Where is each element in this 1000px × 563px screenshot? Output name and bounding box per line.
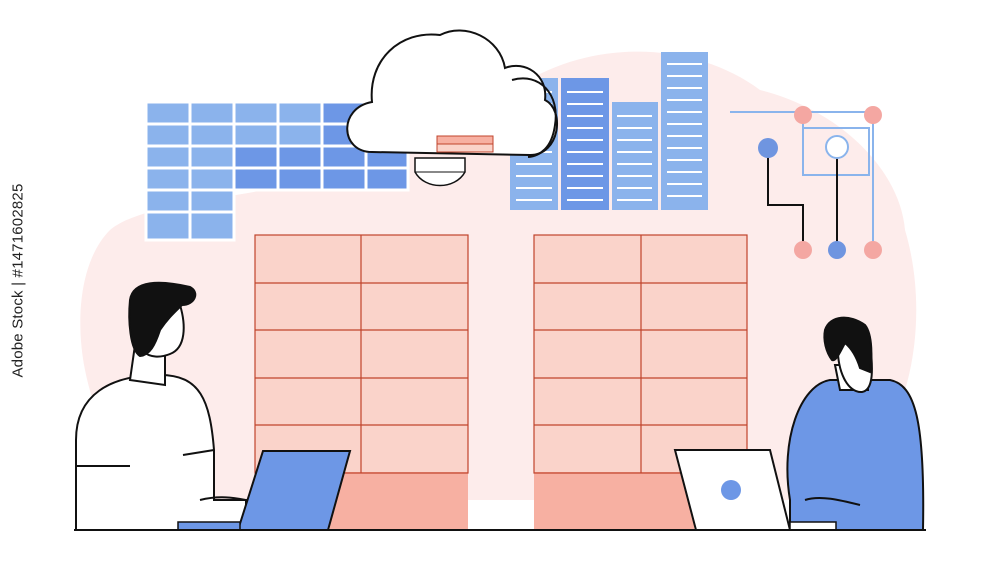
person-left <box>75 281 247 531</box>
database-icon <box>414 135 494 187</box>
apple-logo-icon <box>721 480 741 500</box>
stock-id-watermark: Adobe Stock | #1471602825 <box>8 90 28 470</box>
server-bar <box>561 78 609 210</box>
cloud-icon <box>346 29 558 158</box>
person-right <box>786 316 925 531</box>
stock-id-text: Adobe Stock | #1471602825 <box>9 182 27 378</box>
server-bar <box>612 102 658 210</box>
blue-tile-grid <box>144 100 410 242</box>
circuit-diagram-icon <box>730 106 882 259</box>
